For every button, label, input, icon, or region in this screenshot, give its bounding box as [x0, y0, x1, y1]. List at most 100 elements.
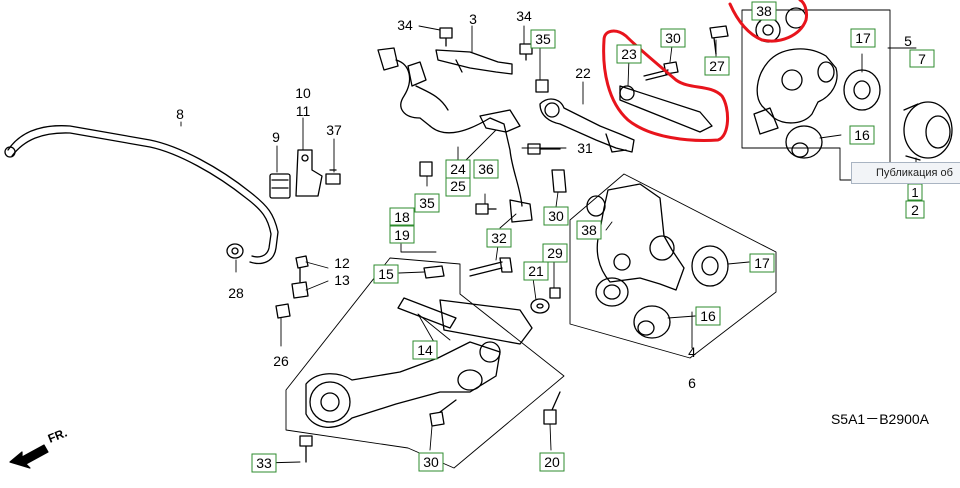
bolt-34b — [519, 43, 533, 61]
label-5: 5 — [904, 33, 912, 49]
box-7: 7 — [909, 49, 935, 68]
bolt-35b — [419, 161, 433, 177]
bolt-15 — [423, 265, 445, 279]
svg-text:33: 33 — [256, 455, 272, 471]
bolt-30a — [551, 169, 567, 193]
box-38-top: 38 — [751, 1, 777, 21]
front-label: FR. — [46, 426, 69, 446]
svg-text:14: 14 — [417, 342, 433, 358]
label-34-left: 34 — [397, 17, 413, 33]
bushing-17-mid — [691, 245, 729, 287]
upper-arm-22 — [539, 98, 635, 153]
label-6: 6 — [688, 375, 696, 391]
box-36: 36 — [473, 159, 499, 179]
box-27: 27 — [704, 56, 730, 76]
bolt-34a — [439, 27, 453, 47]
box-35-top: 35 — [530, 29, 556, 49]
bushing-17-top — [843, 69, 881, 111]
tooltip: Публикация об — [851, 162, 960, 184]
box-21: 21 — [523, 261, 549, 281]
washer-21 — [530, 298, 550, 314]
label-26: 26 — [273, 353, 289, 369]
svg-text:16: 16 — [854, 127, 870, 143]
svg-text:25: 25 — [450, 178, 466, 194]
box-30-top: 30 — [660, 28, 686, 48]
label-11: 11 — [296, 103, 311, 119]
bolt-32 — [469, 257, 513, 277]
bolt-27 — [709, 25, 729, 55]
bolt-20 — [543, 391, 561, 425]
label-10: 10 — [295, 85, 311, 101]
svg-text:35: 35 — [419, 195, 435, 211]
box-1: 1 — [907, 183, 923, 201]
bushing-16-top — [785, 125, 823, 159]
stabilizer-bracket — [295, 149, 323, 197]
svg-text:15: 15 — [378, 266, 394, 282]
self-locking-nut-26 — [275, 303, 291, 319]
box-14: 14 — [412, 340, 438, 360]
front-arrow-icon — [9, 444, 49, 469]
label-13: 13 — [334, 272, 350, 288]
box-24: 24 — [445, 159, 471, 179]
box-2: 2 — [905, 200, 925, 219]
hub-bearing-1 — [903, 101, 953, 161]
label-37: 37 — [326, 122, 342, 138]
box-15: 15 — [373, 264, 399, 284]
label-34-right: 34 — [516, 8, 532, 24]
box-30-bottom: 30 — [418, 452, 444, 472]
bolt-33 — [299, 435, 313, 463]
box-23: 23 — [616, 44, 642, 64]
group-outline-lower — [285, 9, 891, 469]
label-3: 3 — [469, 11, 477, 27]
svg-text:36: 36 — [478, 161, 494, 177]
lower-arm — [305, 297, 533, 428]
svg-text:21: 21 — [528, 263, 544, 279]
svg-text:17: 17 — [855, 30, 871, 46]
box-19: 19 — [389, 225, 415, 244]
stabilizer-bushing — [269, 173, 291, 199]
svg-text:27: 27 — [709, 58, 725, 74]
stabilizer-bar — [4, 125, 279, 265]
diagram-code: S5A1－B2900A — [831, 411, 930, 427]
label-4: 4 — [688, 344, 696, 360]
svg-text:38: 38 — [756, 3, 772, 19]
svg-text:30: 30 — [423, 454, 439, 470]
box-35-mid: 35 — [414, 193, 440, 213]
red-highlight-circles — [602, 0, 808, 142]
bushing-16-mid — [633, 305, 671, 339]
svg-text:24: 24 — [450, 161, 466, 177]
svg-text:23: 23 — [621, 46, 637, 62]
bolt-35a — [535, 79, 549, 93]
svg-text:38: 38 — [581, 222, 597, 238]
bracket-3 — [435, 49, 513, 75]
svg-text:18: 18 — [394, 209, 410, 225]
svg-text:20: 20 — [544, 454, 560, 470]
nut-29 — [549, 287, 561, 299]
label-9: 9 — [272, 129, 280, 145]
label-28: 28 — [228, 285, 244, 301]
callout-numbers: 8 9 10 11 37 28 12 13 26 34 3 34 22 31 4… — [46, 8, 930, 446]
svg-text:7: 7 — [918, 51, 926, 67]
box-18: 18 — [389, 207, 415, 226]
flange-nut-28 — [226, 243, 244, 259]
box-33: 33 — [251, 453, 277, 473]
bolt-31 — [527, 143, 561, 155]
knuckle-middle — [595, 183, 685, 307]
boxed-callouts: 35 24 25 36 35 18 19 32 30 38 29 21 15 1… — [251, 1, 935, 473]
svg-text:2: 2 — [911, 202, 919, 218]
box-29: 29 — [542, 243, 568, 263]
bushing-38-mid — [586, 195, 606, 217]
svg-text:30: 30 — [548, 208, 564, 224]
box-17-top: 17 — [850, 28, 876, 48]
label-8: 8 — [176, 106, 184, 122]
box-16-mid: 16 — [695, 306, 721, 326]
svg-text:16: 16 — [700, 308, 716, 324]
svg-text:29: 29 — [547, 245, 563, 261]
flange-bolt-37 — [325, 169, 341, 185]
bolt-30b — [429, 399, 457, 427]
abs-sensor-harness — [377, 47, 533, 223]
svg-text:1: 1 — [911, 185, 918, 200]
box-32: 32 — [486, 228, 512, 248]
box-30-mid: 30 — [543, 206, 569, 226]
